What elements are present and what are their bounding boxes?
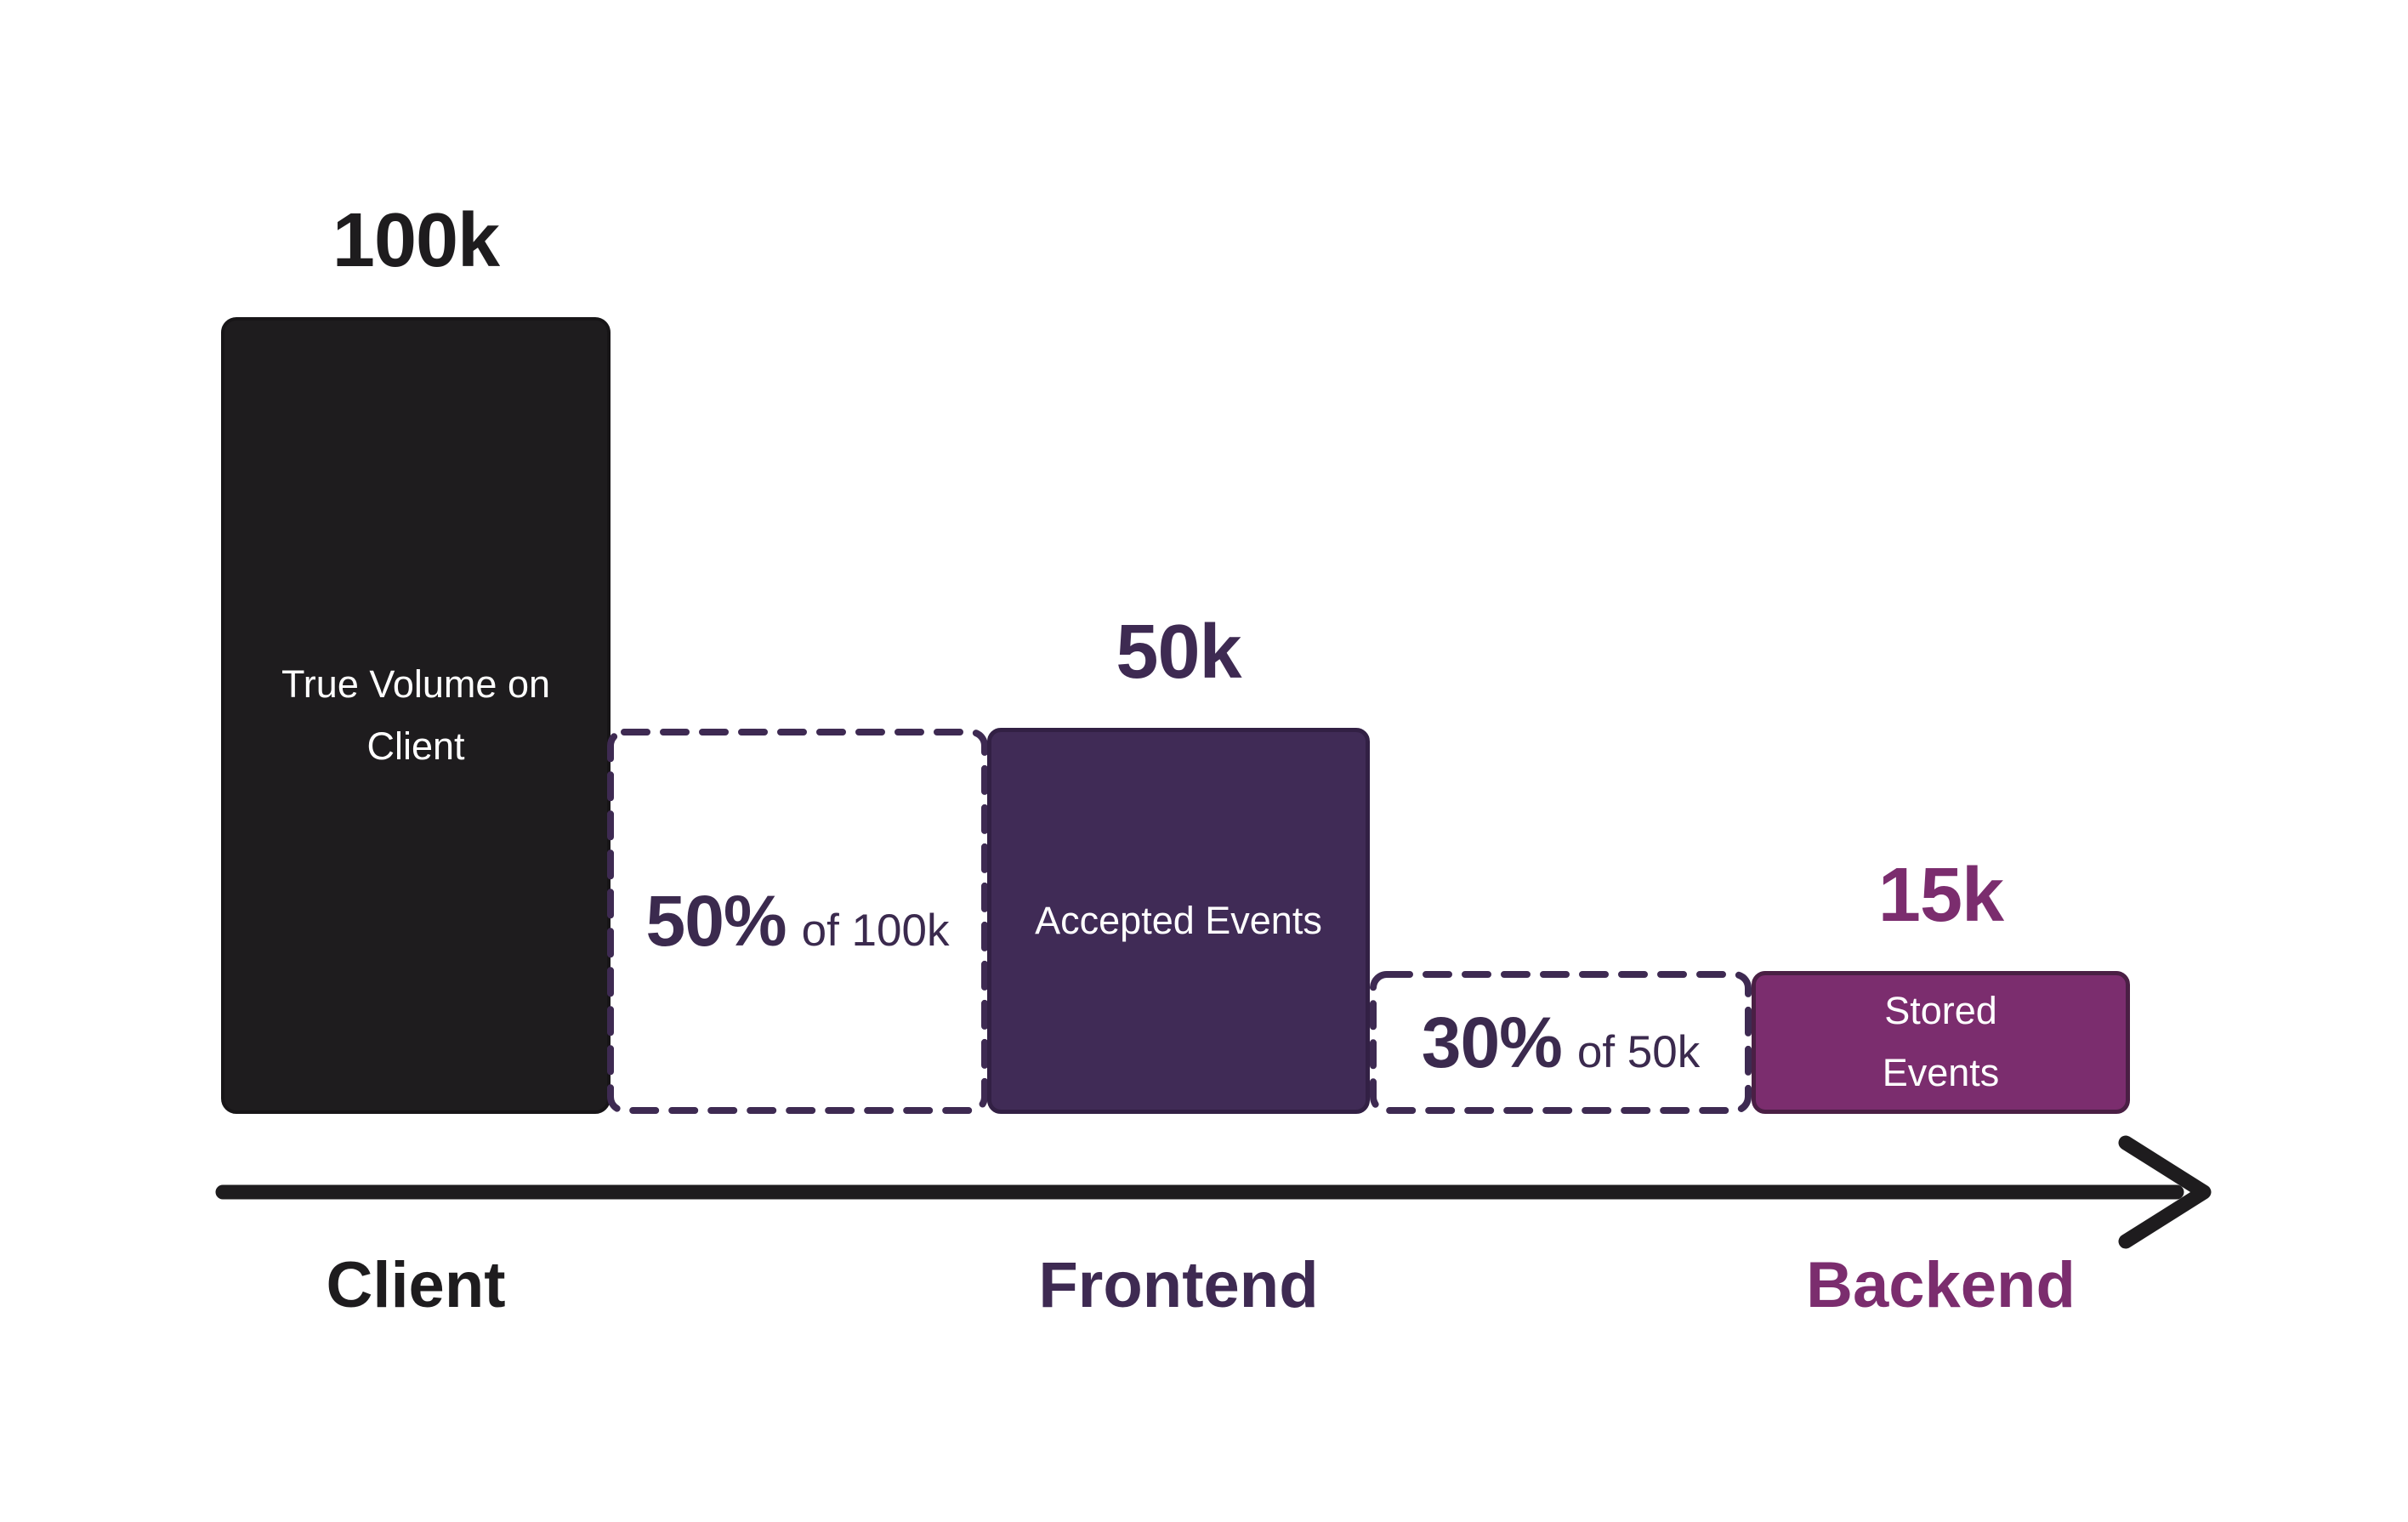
- bar-true-volume-label: True Volume on Client: [281, 662, 550, 768]
- axis-label-frontend: Frontend: [1038, 1249, 1319, 1321]
- client-value-label: 100k: [332, 198, 500, 283]
- dashed-border: [607, 729, 988, 1114]
- dashed-border: [1370, 971, 1752, 1114]
- dropoff-of-1: of 100k: [801, 906, 950, 956]
- dropoff-annotation-1: 50% of 100k: [646, 880, 950, 963]
- axis-label-client: Client: [326, 1249, 506, 1321]
- bar-accepted-events: Accepted Events: [987, 728, 1370, 1114]
- axis-label-backend: Backend: [1806, 1249, 2076, 1321]
- axis-arrowhead-icon: [2118, 1135, 2212, 1249]
- dropoff-of-2: of 50k: [1576, 1026, 1701, 1077]
- dropoff-annotation-2: 30% of 50k: [1422, 1002, 1701, 1084]
- bar-stored-events: Stored Events: [1752, 971, 2130, 1114]
- backend-value-label: 15k: [1877, 853, 2004, 938]
- frontend-value-label: 50k: [1116, 610, 1241, 695]
- bar-accepted-events-label: Accepted Events: [1035, 898, 1322, 942]
- dropoff-box-frontend-to-backend: 30% of 50k: [1370, 971, 1752, 1114]
- bar-true-volume-on-client: True Volume on Client: [221, 317, 611, 1114]
- dropoff-percent-1: 50%: [645, 881, 787, 961]
- dropoff-box-client-to-frontend: 50% of 100k: [607, 729, 988, 1114]
- dropoff-percent-2: 30%: [1421, 1002, 1563, 1082]
- bar-stored-events-label: Stored Events: [1882, 989, 2000, 1094]
